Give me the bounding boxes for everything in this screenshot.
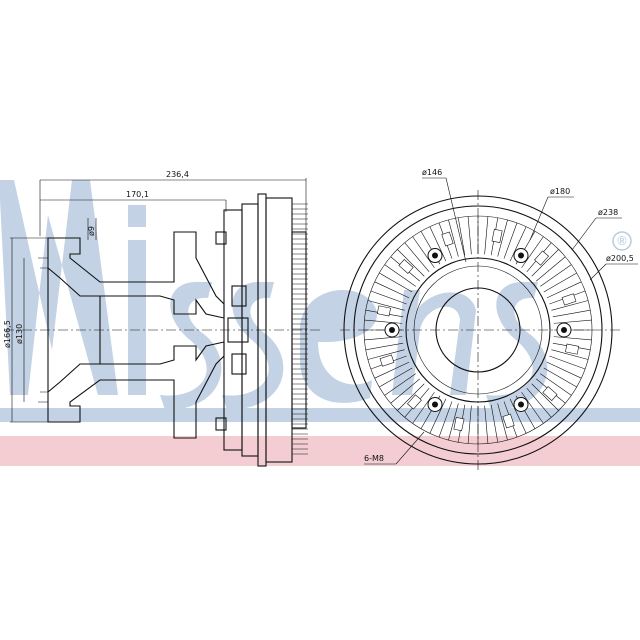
dim-hub-face: ø200,5 — [606, 254, 634, 263]
registered-mark: ® — [616, 234, 628, 248]
dim-pilot-diameter: ø130 — [15, 324, 24, 344]
dim-overall-length: 236,4 — [166, 170, 189, 179]
front-view: ø146 ø180 ø238 ø200,5 6-M8 — [340, 168, 638, 470]
side-view: 236,4 170,1 ø9 ø166,5 ø130 — [3, 170, 322, 467]
dim-outer-fins: ø238 — [598, 208, 618, 217]
dim-bolt-hole: ø9 — [87, 226, 96, 236]
dim-flange-diameter: ø166,5 — [3, 320, 12, 348]
dim-inner-ring: ø146 — [422, 168, 442, 177]
housing-fins — [292, 203, 308, 455]
mounting-bolts — [384, 248, 572, 412]
mounting-bolt — [513, 248, 529, 264]
dim-hub-length: 170,1 — [126, 190, 149, 199]
mounting-bolt — [384, 322, 400, 338]
mounting-bolt — [427, 396, 443, 412]
dim-threads: 6-M8 — [364, 454, 384, 463]
clutch-plates — [223, 193, 307, 467]
registered-mark-circle — [612, 231, 632, 251]
watermark-band — [0, 436, 640, 466]
dim-bolt-circle: ø180 — [550, 187, 570, 196]
side-bolts — [215, 231, 249, 431]
mounting-bolt — [556, 322, 572, 338]
mounting-bolt — [513, 396, 529, 412]
mounting-bolt — [427, 248, 443, 264]
